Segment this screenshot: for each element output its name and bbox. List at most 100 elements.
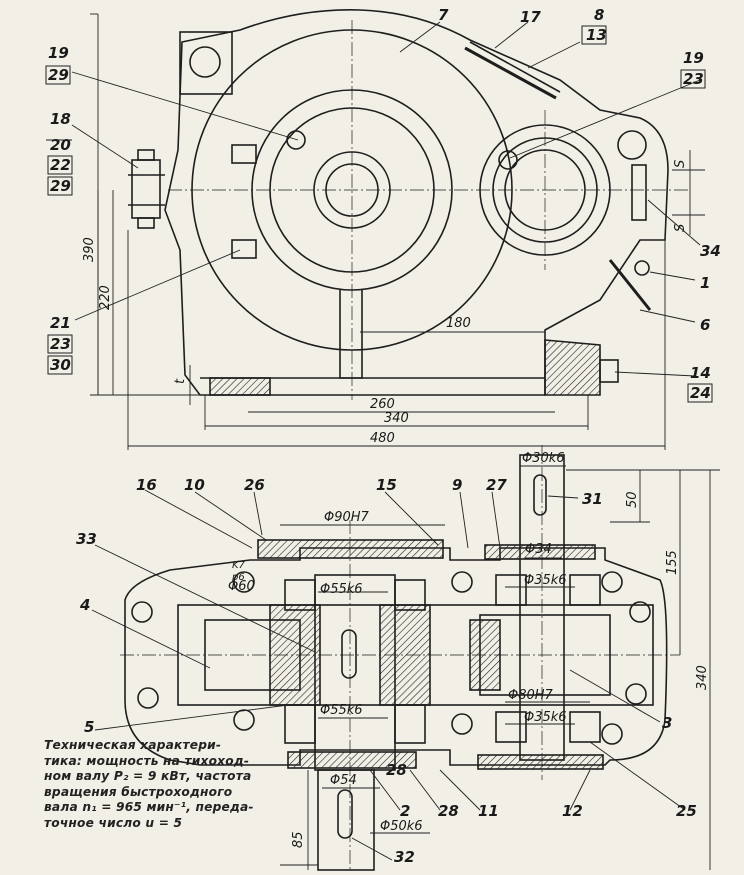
note-line: тика: мощность на тихоход- bbox=[44, 753, 250, 768]
fit-60-p6: p6 bbox=[231, 572, 245, 583]
housing-outline bbox=[164, 9, 669, 396]
label-8: 8 bbox=[594, 6, 604, 24]
dim-155: 155 bbox=[665, 550, 680, 575]
label-27: 27 bbox=[486, 476, 507, 494]
label-1: 1 bbox=[700, 274, 710, 292]
dim-260: 260 bbox=[370, 397, 395, 412]
fit-30k6: Φ30k6 bbox=[522, 451, 565, 466]
plan-view bbox=[120, 445, 680, 871]
label-29: 29 bbox=[50, 177, 71, 195]
base-plate bbox=[124, 547, 668, 766]
label-31: 31 bbox=[582, 490, 603, 508]
lug-top-left bbox=[179, 31, 233, 95]
dim-85: 85 bbox=[291, 831, 306, 848]
note-line: ном валу P₂ = 9 кВт, частота bbox=[44, 769, 252, 783]
label-19-left: 19 bbox=[48, 44, 69, 62]
label-24: 24 bbox=[690, 384, 711, 402]
fit-35k6-top: Φ35k6 bbox=[524, 573, 567, 588]
fit-55k6-bottom: Φ55k6 bbox=[320, 703, 363, 718]
bearing-cap-bottom-low bbox=[287, 751, 417, 769]
label-3: 3 bbox=[662, 714, 672, 732]
front-view-dimensions bbox=[71, 13, 705, 450]
dim-340-vertical: 340 bbox=[695, 665, 710, 690]
fit-35k6-bottom: Φ35k6 bbox=[524, 710, 567, 725]
fit-80H7: Φ80H7 bbox=[508, 688, 554, 703]
dim-480: 480 bbox=[370, 431, 395, 446]
note-line: вращения быстроходного bbox=[44, 784, 233, 799]
label-28-left: 28 bbox=[386, 761, 407, 779]
label-15: 15 bbox=[376, 476, 397, 494]
label-6: 6 bbox=[700, 316, 710, 334]
bearing-cap-top-low bbox=[257, 539, 444, 559]
label-23: 23 bbox=[50, 335, 71, 353]
fit-55k6-top: Φ55k6 bbox=[320, 582, 363, 597]
label-34: 34 bbox=[700, 242, 721, 260]
bearing-bottom-low bbox=[284, 704, 316, 744]
fit-90H7: Φ90H7 bbox=[324, 510, 370, 525]
bearing-bottom-high bbox=[495, 711, 527, 743]
label-10: 10 bbox=[184, 476, 205, 494]
label-29-left: 29 bbox=[48, 66, 69, 84]
plan-view-dimensions bbox=[91, 465, 720, 870]
bolt-hole-right bbox=[617, 130, 647, 160]
note-line: Техническая характери- bbox=[44, 738, 222, 752]
label-33: 33 bbox=[76, 530, 97, 548]
front-dimension-text: 390 220 180 260 340 480 t S S bbox=[82, 160, 688, 446]
label-21: 21 bbox=[50, 314, 71, 332]
label-13: 13 bbox=[586, 26, 607, 44]
dim-t: t bbox=[173, 378, 188, 384]
label-14: 14 bbox=[690, 364, 711, 382]
dim-50: 50 bbox=[625, 491, 640, 508]
label-17: 17 bbox=[520, 8, 541, 26]
note-line: точное число u = 5 bbox=[44, 815, 183, 830]
label-30: 30 bbox=[50, 356, 71, 374]
dim-180: 180 bbox=[446, 316, 471, 331]
label-20: 20 bbox=[50, 136, 71, 154]
label-9: 9 bbox=[452, 476, 462, 494]
dowel-pin-left bbox=[286, 130, 306, 150]
label-23-right: 23 bbox=[683, 70, 704, 88]
label-25: 25 bbox=[676, 802, 697, 820]
bearing-cap-bottom-high bbox=[477, 754, 604, 770]
inspection-cover bbox=[464, 46, 557, 100]
flange-bolt-left bbox=[131, 159, 161, 219]
label-2: 2 bbox=[400, 802, 410, 820]
drain-plug bbox=[599, 359, 619, 383]
dim-s-bottom: S bbox=[673, 224, 688, 232]
label-32: 32 bbox=[394, 848, 415, 866]
fit-60-k7: K7 bbox=[232, 560, 246, 571]
label-11: 11 bbox=[478, 802, 499, 820]
oil-dipstick bbox=[608, 259, 652, 311]
key-slot-high bbox=[533, 474, 547, 516]
fit-54: Φ54 bbox=[330, 773, 357, 788]
label-18: 18 bbox=[50, 110, 71, 128]
dowel-pin-right bbox=[498, 150, 518, 170]
output-shaft-stub bbox=[317, 769, 375, 871]
label-12: 12 bbox=[562, 802, 583, 820]
label-28-right: 28 bbox=[438, 802, 459, 820]
note-line: вала n₁ = 965 мин⁻¹, переда- bbox=[44, 800, 254, 814]
label-16: 16 bbox=[136, 476, 157, 494]
dim-390: 390 bbox=[82, 237, 97, 262]
label-26: 26 bbox=[244, 476, 265, 494]
label-5: 5 bbox=[84, 718, 94, 736]
bearing-cap-top-high bbox=[484, 544, 596, 560]
base-foot-left bbox=[209, 377, 271, 396]
technical-specification-note: Техническая характери- тика: мощность на… bbox=[44, 738, 288, 831]
fit-50k6: Φ50k6 bbox=[380, 819, 423, 834]
dim-340: 340 bbox=[384, 411, 409, 426]
housing-rib bbox=[339, 290, 363, 379]
dim-s-top: S bbox=[673, 160, 688, 168]
label-22: 22 bbox=[50, 156, 71, 174]
dim-220: 220 bbox=[98, 285, 113, 310]
position-labels: 7 17 8 13 19 29 19 23 18 20 22 29 34 1 6… bbox=[48, 6, 721, 402]
label-7: 7 bbox=[438, 6, 449, 24]
fit-60: Φ60 bbox=[228, 579, 255, 594]
label-boxes bbox=[45, 25, 713, 403]
base-bolt-holes bbox=[131, 571, 651, 745]
front-view bbox=[128, 9, 690, 400]
oil-bath bbox=[544, 339, 601, 396]
fit-34: Φ34 bbox=[525, 542, 552, 557]
bolt-hole-top-left bbox=[189, 46, 221, 78]
plan-position-labels: 16 10 26 15 9 27 31 33 4 5 3 25 12 11 28… bbox=[76, 476, 697, 866]
